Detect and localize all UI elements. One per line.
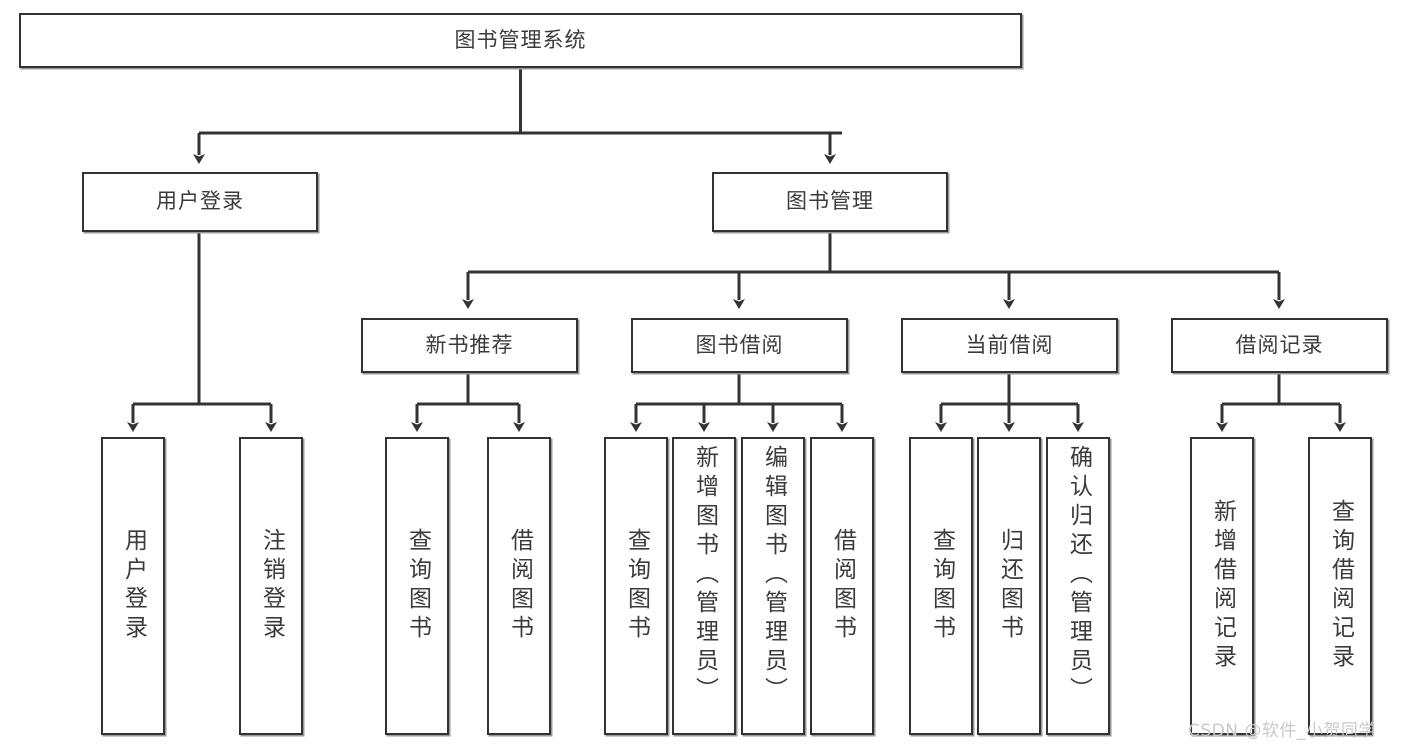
leaf-return-book[interactable]: 归还图书 [977, 437, 1041, 735]
leaf-return-book-label: 归还图书 [996, 528, 1023, 644]
leaf-borrow-book-2-label: 借阅图书 [829, 528, 856, 644]
leaf-logout[interactable]: 注销登录 [239, 437, 303, 735]
node-book-borrow-label: 图书借阅 [695, 332, 784, 357]
leaf-query-record[interactable]: 查询借阅记录 [1308, 437, 1372, 735]
node-book-borrow[interactable]: 图书借阅 [631, 318, 848, 373]
node-current-borrow[interactable]: 当前借阅 [901, 318, 1118, 373]
node-root-label: 图书管理系统 [454, 27, 587, 52]
leaf-confirm-return[interactable]: 确认归还（管理员） [1046, 437, 1110, 735]
leaf-query-book-2[interactable]: 查询图书 [604, 437, 668, 735]
node-current-borrow-label: 当前借阅 [965, 332, 1054, 357]
leaf-edit-book[interactable]: 编辑图书（管理员） [741, 437, 805, 735]
node-user-login[interactable]: 用户登录 [82, 172, 318, 232]
leaf-query-book-2-label: 查询图书 [623, 528, 650, 644]
leaf-borrow-book-1-label: 借阅图书 [506, 528, 533, 644]
leaf-logout-label: 注销登录 [258, 528, 285, 644]
leaf-user-login[interactable]: 用户登录 [101, 437, 165, 735]
leaf-user-login-label: 用户登录 [120, 528, 147, 644]
leaf-add-book-label: 新增图书（管理员） [691, 445, 718, 706]
leaf-query-book-3-label: 查询图书 [928, 528, 955, 644]
node-user-login-label: 用户登录 [156, 189, 244, 214]
leaf-add-book[interactable]: 新增图书（管理员） [672, 437, 736, 735]
watermark: CSDN @软件_小贺同学 [1188, 721, 1376, 741]
leaf-add-record-label: 新增借阅记录 [1209, 499, 1236, 673]
node-borrow-record[interactable]: 借阅记录 [1171, 318, 1388, 373]
node-new-book-rec-label: 新书推荐 [425, 332, 514, 357]
node-borrow-record-label: 借阅记录 [1235, 332, 1324, 357]
leaf-borrow-book-1[interactable]: 借阅图书 [487, 437, 551, 735]
leaf-borrow-book-2[interactable]: 借阅图书 [810, 437, 874, 735]
node-book-manage-label: 图书管理 [786, 189, 874, 214]
leaf-edit-book-label: 编辑图书（管理员） [760, 445, 787, 706]
node-book-manage[interactable]: 图书管理 [712, 172, 948, 232]
node-root[interactable]: 图书管理系统 [19, 13, 1022, 68]
leaf-add-record[interactable]: 新增借阅记录 [1190, 437, 1254, 735]
leaf-confirm-return-label: 确认归还（管理员） [1065, 445, 1092, 706]
leaf-query-record-label: 查询借阅记录 [1327, 499, 1354, 673]
leaf-query-book-1-label: 查询图书 [404, 528, 431, 644]
leaf-query-book-3[interactable]: 查询图书 [909, 437, 973, 735]
leaf-query-book-1[interactable]: 查询图书 [385, 437, 449, 735]
node-new-book-rec[interactable]: 新书推荐 [361, 318, 578, 373]
